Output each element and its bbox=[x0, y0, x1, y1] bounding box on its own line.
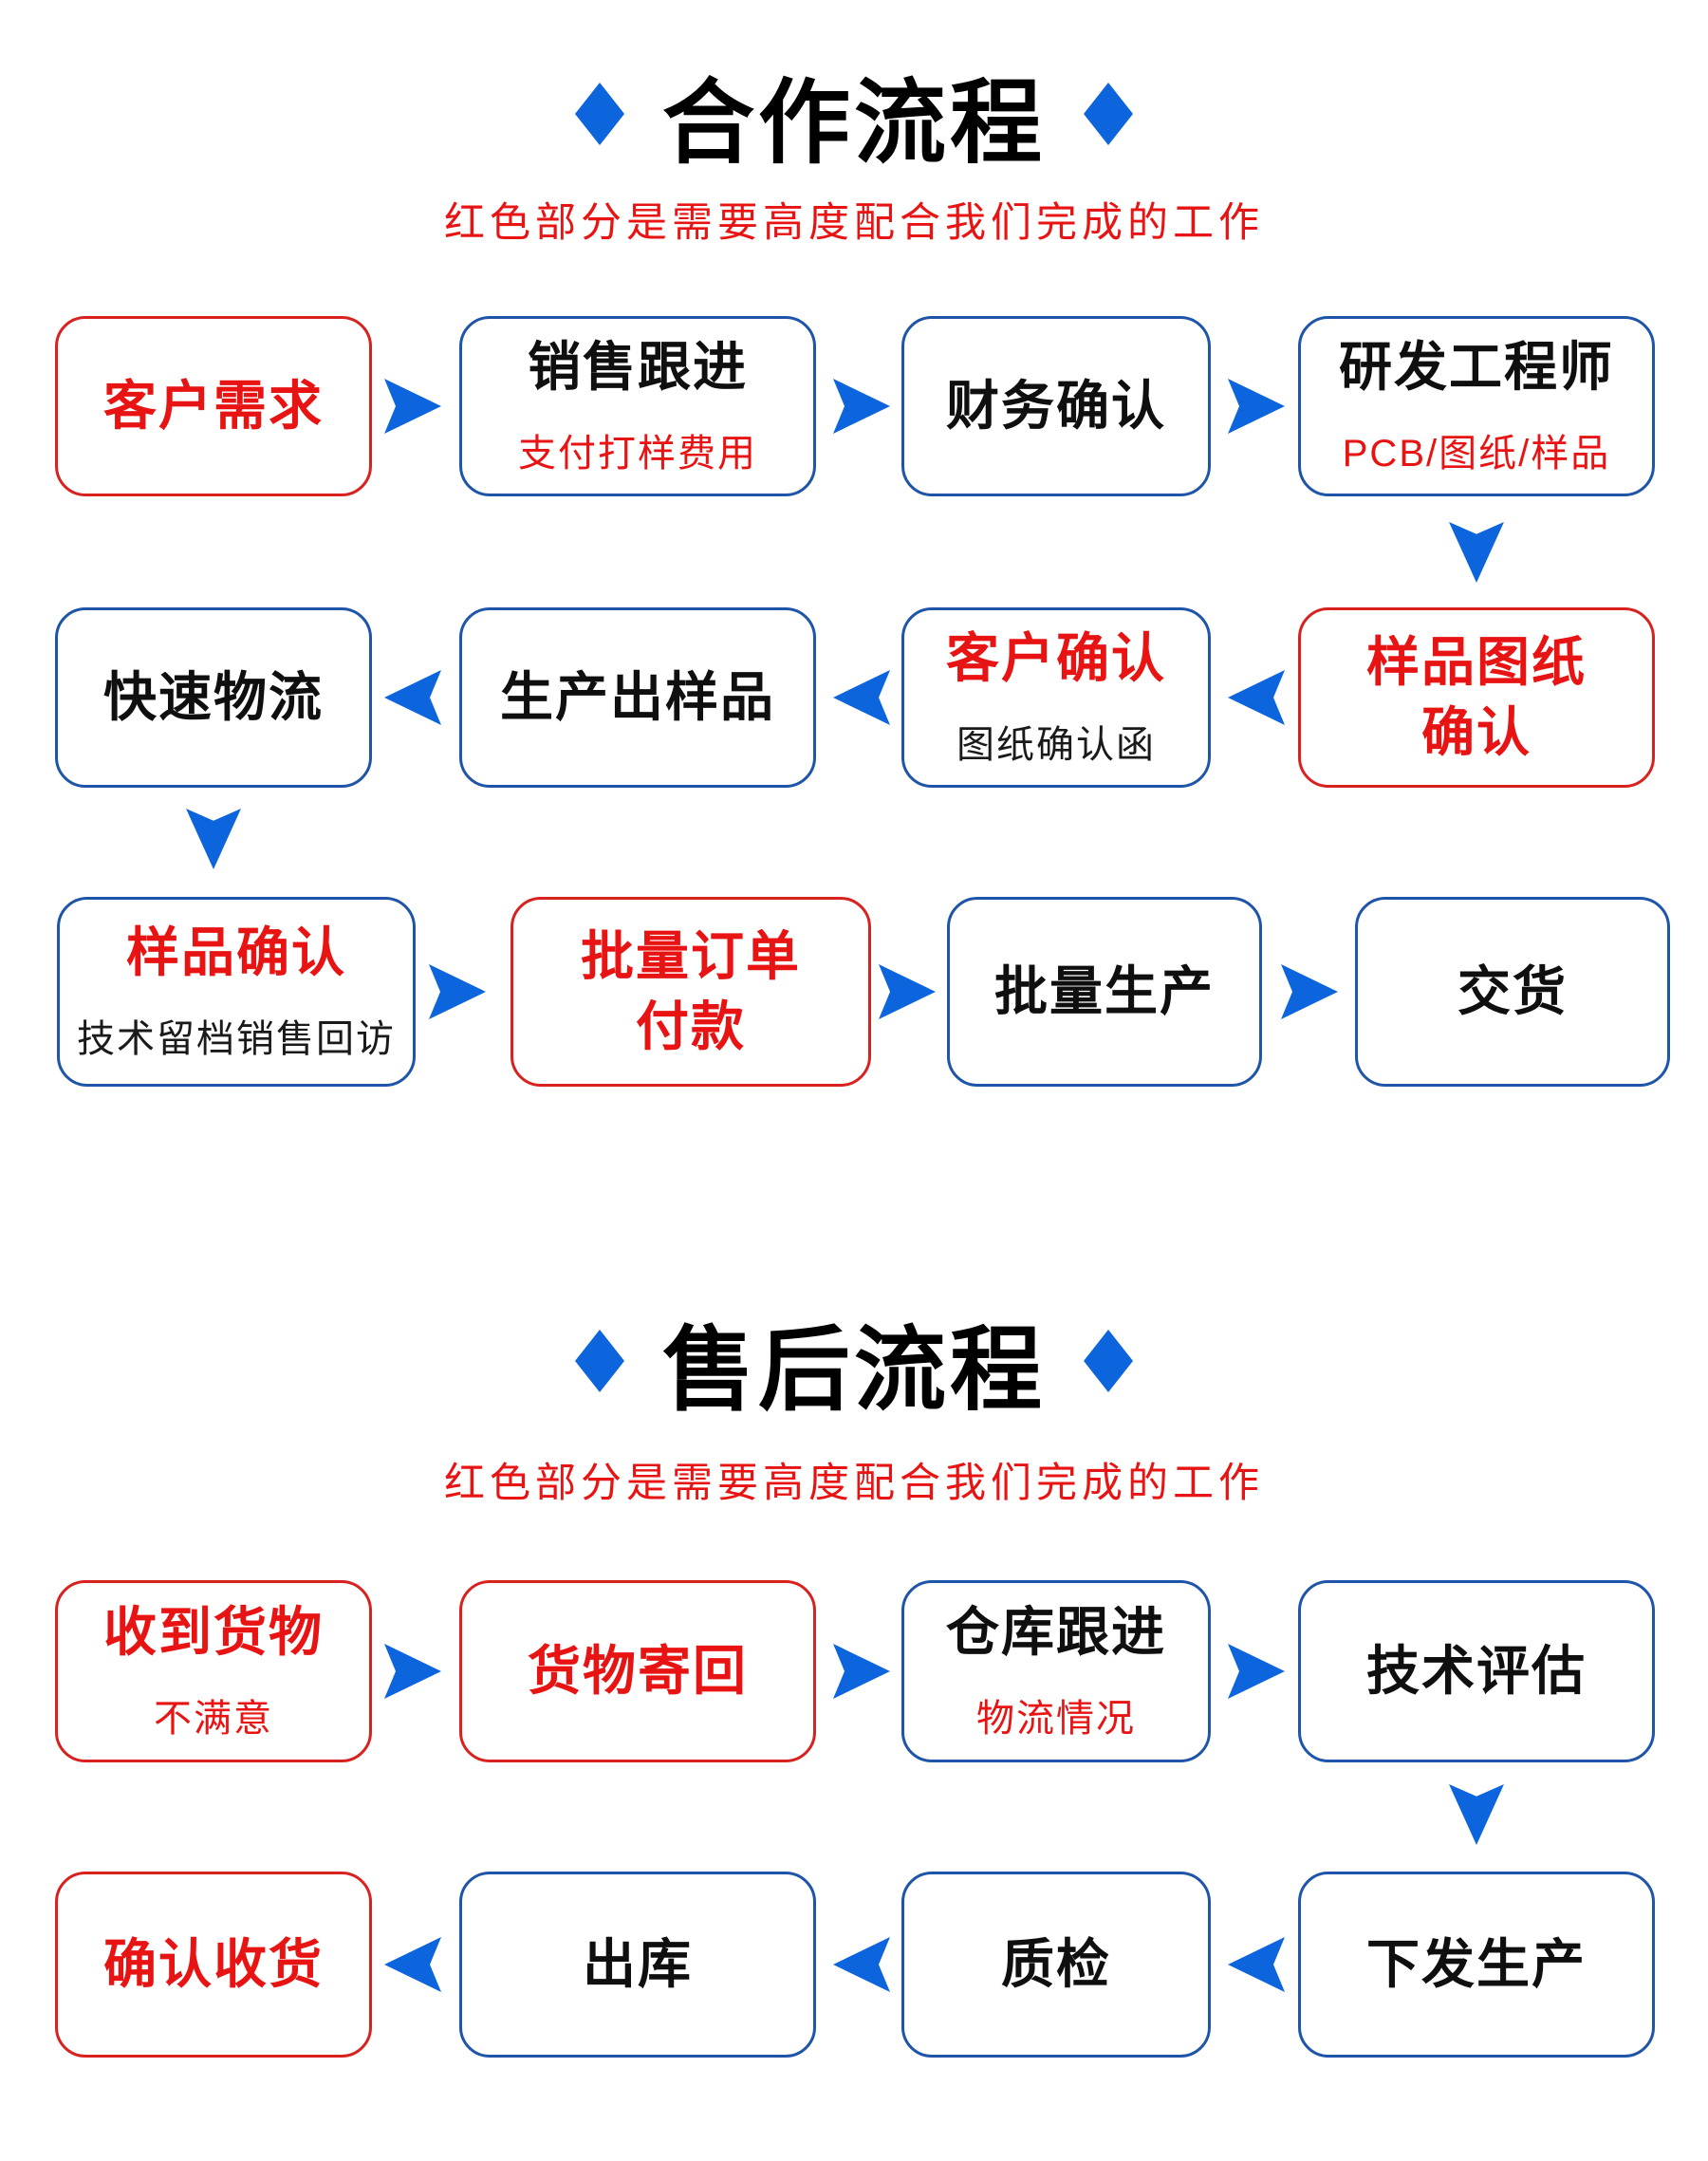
section-title-text: 合作流程 bbox=[662, 70, 1046, 175]
arrow-right-icon bbox=[1228, 379, 1285, 434]
node-title: 财务确认 bbox=[946, 375, 1166, 436]
node-subtitle: 图纸确认函 bbox=[956, 724, 1156, 767]
node-title: 交货 bbox=[1457, 960, 1568, 1021]
node-title: 出库 bbox=[583, 1933, 693, 1994]
node-title: 收到货物 bbox=[103, 1601, 324, 1662]
node-bulk-order-payment: 批量订单 付款 bbox=[511, 897, 871, 1087]
diamond-icon bbox=[575, 1330, 624, 1392]
node-title: 快速物流 bbox=[103, 666, 324, 727]
arrow-right-icon bbox=[879, 964, 936, 1019]
node-title-line1: 样品图纸 bbox=[1366, 631, 1587, 692]
node-subtitle: 不满意 bbox=[154, 1698, 273, 1741]
node-outbound: 出库 bbox=[459, 1872, 816, 2058]
node-goods-return: 货物寄回 bbox=[459, 1580, 816, 1762]
section-aftersales-title: 售后流程 bbox=[0, 1302, 1708, 1422]
node-title: 技术评估 bbox=[1366, 1640, 1587, 1701]
node-issue-production: 下发生产 bbox=[1298, 1872, 1655, 2058]
node-rd-engineer: 研发工程师 PCB/图纸/样品 bbox=[1298, 316, 1655, 496]
arrow-left-icon bbox=[384, 670, 441, 725]
node-tech-evaluation: 技术评估 bbox=[1298, 1580, 1655, 1762]
node-title: 确认收货 bbox=[103, 1933, 324, 1994]
node-title: 客户需求 bbox=[103, 375, 324, 436]
node-title-line2: 确认 bbox=[1421, 702, 1532, 762]
node-delivery: 交货 bbox=[1355, 897, 1670, 1087]
section-cooperation-title: 合作流程 bbox=[0, 55, 1708, 175]
node-subtitle: 支付打样费用 bbox=[518, 433, 757, 475]
arrow-right-icon bbox=[1281, 964, 1338, 1019]
node-title-line1: 批量订单 bbox=[581, 925, 801, 986]
arrow-right-icon bbox=[833, 379, 890, 434]
diamond-icon bbox=[1084, 1330, 1133, 1392]
node-title: 生产出样品 bbox=[500, 666, 775, 727]
node-finance-confirm: 财务确认 bbox=[901, 316, 1211, 496]
arrow-left-icon bbox=[1228, 1937, 1285, 1992]
node-title: 研发工程师 bbox=[1339, 336, 1614, 397]
arrow-left-icon bbox=[1228, 670, 1285, 725]
arrow-left-icon bbox=[833, 670, 890, 725]
node-sales-follow-up: 销售跟进 支付打样费用 bbox=[459, 316, 816, 496]
node-confirm-receipt: 确认收货 bbox=[55, 1872, 372, 2058]
node-customer-confirm: 客户确认 图纸确认函 bbox=[901, 607, 1211, 788]
arrow-right-icon bbox=[384, 379, 441, 434]
node-goods-received: 收到货物 不满意 bbox=[55, 1580, 372, 1762]
arrow-right-icon bbox=[1228, 1644, 1285, 1699]
section-cooperation-note: 红色部分是需要高度配合我们完成的工作 bbox=[444, 200, 1264, 246]
arrow-right-icon bbox=[429, 964, 486, 1019]
node-sample-confirm: 样品确认 技术留档销售回访 bbox=[57, 897, 416, 1087]
arrow-down-icon bbox=[1449, 1784, 1504, 1845]
node-fast-logistics: 快速物流 bbox=[55, 607, 372, 788]
arrow-down-icon bbox=[186, 809, 241, 869]
node-customer-demand: 客户需求 bbox=[55, 316, 372, 496]
node-quality-check: 质检 bbox=[901, 1872, 1211, 2058]
node-sample-drawing-confirm: 样品图纸 确认 bbox=[1298, 607, 1655, 788]
node-title: 仓库跟进 bbox=[946, 1601, 1166, 1662]
diamond-icon bbox=[1084, 83, 1133, 145]
arrow-right-icon bbox=[384, 1644, 441, 1699]
node-warehouse-follow-up: 仓库跟进 物流情况 bbox=[901, 1580, 1211, 1762]
node-title: 客户确认 bbox=[946, 627, 1166, 688]
node-title-line2: 付款 bbox=[636, 997, 746, 1056]
arrow-left-icon bbox=[384, 1937, 441, 1992]
node-title: 样品确认 bbox=[126, 922, 346, 982]
node-subtitle: 技术留档销售回访 bbox=[77, 1018, 396, 1061]
node-title: 批量生产 bbox=[994, 960, 1215, 1021]
node-title: 销售跟进 bbox=[528, 336, 748, 397]
arrow-right-icon bbox=[833, 1644, 890, 1699]
section-aftersales-note: 红色部分是需要高度配合我们完成的工作 bbox=[444, 1461, 1264, 1506]
node-produce-sample: 生产出样品 bbox=[459, 607, 816, 788]
node-title: 货物寄回 bbox=[528, 1640, 748, 1701]
diamond-icon bbox=[575, 83, 624, 145]
arrow-left-icon bbox=[833, 1937, 890, 1992]
arrow-down-icon bbox=[1449, 522, 1504, 583]
section-title-text: 售后流程 bbox=[662, 1317, 1046, 1422]
node-title: 下发生产 bbox=[1366, 1933, 1587, 1994]
node-subtitle: PCB/图纸/样品 bbox=[1342, 433, 1611, 475]
node-subtitle: 物流情况 bbox=[976, 1698, 1136, 1741]
node-title: 质检 bbox=[1001, 1933, 1111, 1994]
node-bulk-production: 批量生产 bbox=[947, 897, 1262, 1087]
